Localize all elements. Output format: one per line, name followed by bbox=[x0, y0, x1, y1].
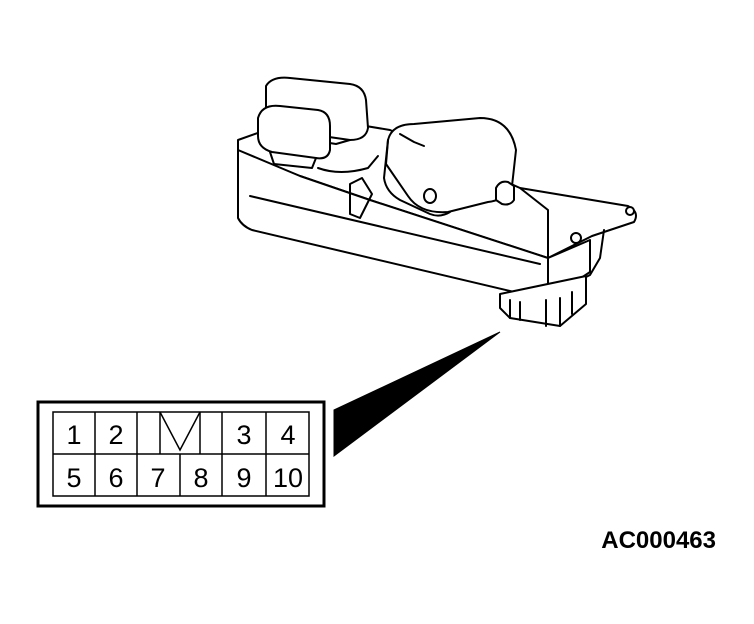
connector-pinout: 1 2 3 4 5 6 7 8 9 10 bbox=[36, 400, 326, 508]
pin-label-4: 4 bbox=[280, 420, 295, 450]
pin-label-7: 7 bbox=[150, 463, 165, 493]
figure-code: AC000463 bbox=[601, 527, 716, 554]
pin-label-9: 9 bbox=[236, 463, 251, 493]
connector-callout-pointer-icon bbox=[333, 331, 501, 457]
pin-label-8: 8 bbox=[193, 463, 208, 493]
pin-label-1: 1 bbox=[66, 420, 81, 450]
pin-label-10: 10 bbox=[273, 463, 303, 493]
pin-label-3: 3 bbox=[236, 420, 251, 450]
pin-label-6: 6 bbox=[108, 463, 123, 493]
power-window-switch-icon bbox=[237, 76, 637, 327]
pin-label-2: 2 bbox=[108, 420, 123, 450]
pin-label-5: 5 bbox=[66, 463, 81, 493]
connector-keyway-notch bbox=[159, 411, 201, 452]
